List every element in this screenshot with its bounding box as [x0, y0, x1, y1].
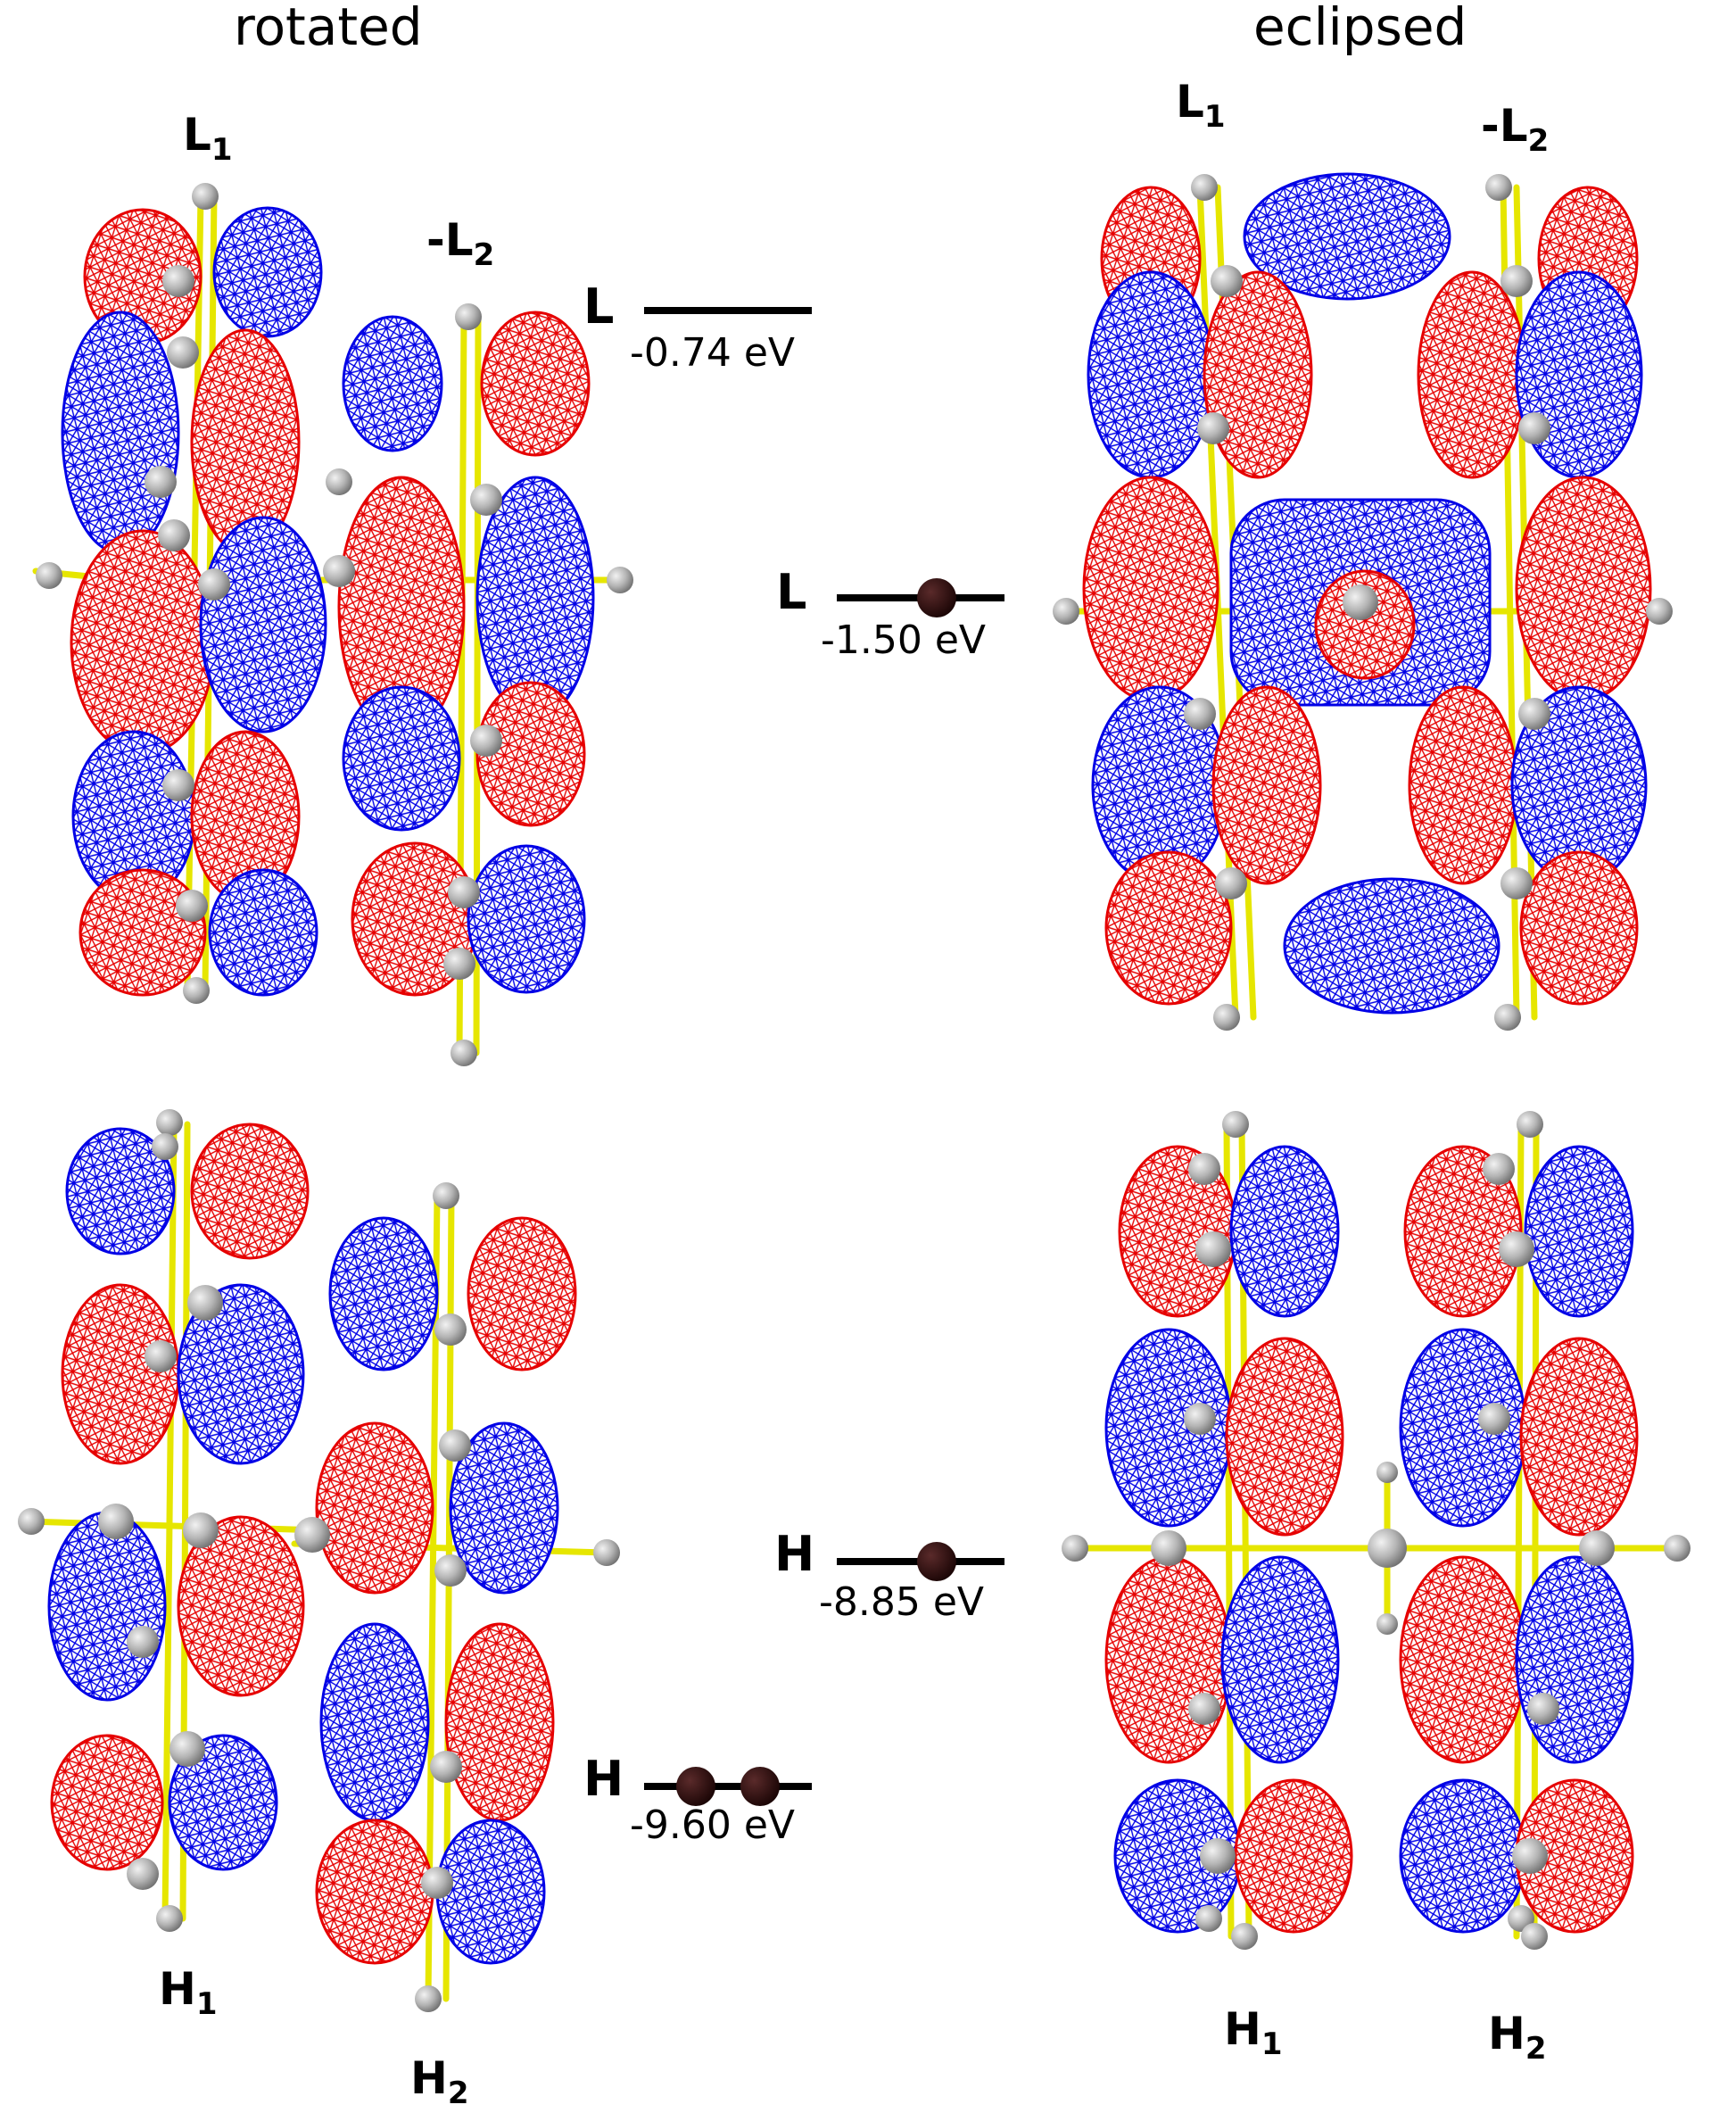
ecl-lumo-energy: -1.50 eV — [821, 617, 987, 663]
electron-marker — [676, 1767, 715, 1806]
rot-homo-energy: -9.60 eV — [630, 1802, 796, 1848]
eclipsed-homo-orbital — [1062, 1111, 1691, 1950]
rotated-homo-label-h2: H2 — [410, 2052, 469, 2111]
eclipsed-lumo-label-l1: L1 — [1176, 76, 1226, 135]
isosurface-lobes — [61, 206, 595, 997]
eclipsed-lumo-orbital — [1053, 172, 1673, 1031]
ecl-homo-letter: H — [774, 1526, 815, 1582]
ecl-homo-energy: -8.85 eV — [819, 1579, 985, 1625]
rotated-homo-orbital — [18, 1109, 620, 2012]
rotated-homo-label-h1: H1 — [159, 1963, 218, 2022]
eclipsed-lumo-label-l2: -L2 — [1481, 100, 1550, 159]
electron-marker — [917, 1542, 956, 1581]
eclipsed-homo-label-h2: H2 — [1488, 2008, 1547, 2067]
eclipsed-homo-label-h1: H1 — [1224, 2003, 1283, 2062]
atoms — [1053, 174, 1673, 1031]
rot-lumo-letter: L — [583, 278, 615, 335]
isosurface-lobes — [1104, 1145, 1639, 1934]
rotated-lumo-label-l2: -L2 — [426, 214, 495, 273]
atoms — [36, 183, 633, 1066]
rot-homo-letter: H — [583, 1751, 624, 1807]
atoms — [18, 1109, 620, 2012]
atoms — [1062, 1111, 1691, 1950]
rotated-lumo-orbital — [32, 183, 633, 1066]
electron-markers — [676, 578, 956, 1806]
electron-marker — [917, 578, 956, 617]
eclipsed-title: eclipsed — [1253, 0, 1467, 57]
rot-lumo-energy: -0.74 eV — [630, 330, 796, 376]
ecl-lumo-letter: L — [776, 564, 807, 620]
rotated-lumo-label-l1: L1 — [183, 109, 233, 168]
electron-marker — [740, 1767, 780, 1806]
rotated-title: rotated — [234, 0, 423, 57]
